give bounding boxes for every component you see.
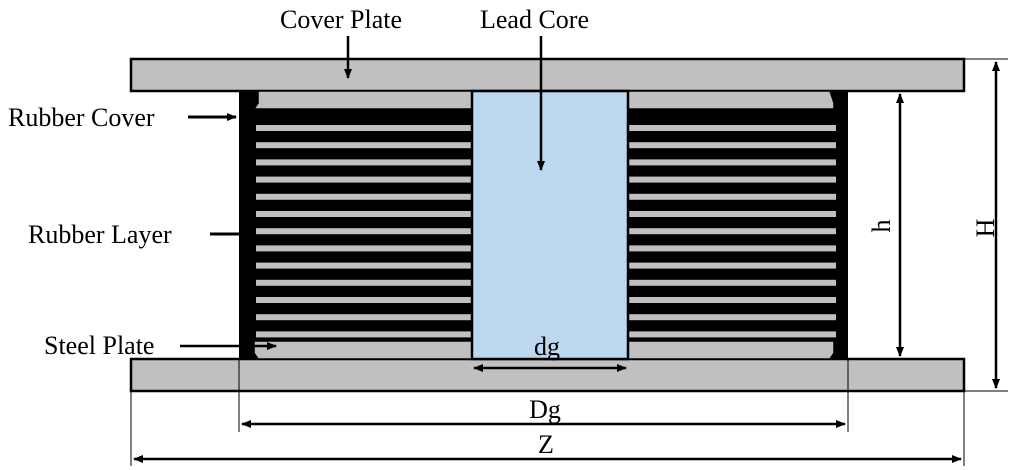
steel-shim — [628, 193, 836, 200]
steel-shims — [256, 125, 836, 338]
steel-shim — [256, 142, 472, 149]
steel-shim — [256, 297, 472, 303]
Z-dimension-label: Z — [538, 430, 554, 459]
bottom-inner-steel-plate-left — [253, 340, 473, 360]
top-inner-steel-plate-left — [252, 90, 473, 110]
steel-shim — [628, 142, 836, 149]
steel-shim — [256, 331, 472, 338]
bottom-cover-plate — [129, 357, 966, 393]
top-cover-plate — [129, 57, 966, 93]
steel-shim — [628, 159, 836, 166]
H-dimension-label: H — [971, 218, 1000, 237]
steel-shim — [628, 228, 836, 235]
steel-shim — [628, 297, 836, 303]
steel-shim — [256, 193, 472, 200]
lead-core-label: Lead Core — [480, 5, 589, 34]
rubber-cover-label: Rubber Cover — [8, 103, 155, 132]
steel-plate-label: Steel Plate — [44, 331, 154, 360]
steel-shim — [628, 331, 836, 338]
cover-plate-label: Cover Plate — [280, 5, 402, 34]
Dg-dimension-label: Dg — [529, 395, 561, 424]
steel-shim — [256, 245, 472, 252]
bottom-inner-steel-plate-right — [627, 340, 835, 360]
steel-shim — [628, 262, 836, 269]
top-inner-steel-plate-right — [627, 90, 835, 110]
steel-shim — [628, 314, 836, 321]
steel-shim — [628, 125, 836, 131]
h-dimension-label: h — [867, 220, 896, 233]
steel-shim — [256, 176, 472, 183]
dg-dimension-label: dg — [534, 332, 560, 361]
lead-core — [470, 89, 630, 361]
steel-shim — [628, 176, 836, 183]
rubber-layer-label: Rubber Layer — [28, 220, 172, 249]
steel-shim — [256, 262, 472, 269]
steel-shim — [256, 211, 472, 217]
steel-shim — [256, 279, 472, 286]
steel-shim — [256, 228, 472, 235]
steel-shim — [628, 245, 836, 252]
steel-shim — [256, 125, 472, 131]
steel-shim — [256, 159, 472, 166]
steel-shim — [628, 211, 836, 217]
steel-shim — [256, 314, 472, 321]
steel-shim — [628, 279, 836, 286]
